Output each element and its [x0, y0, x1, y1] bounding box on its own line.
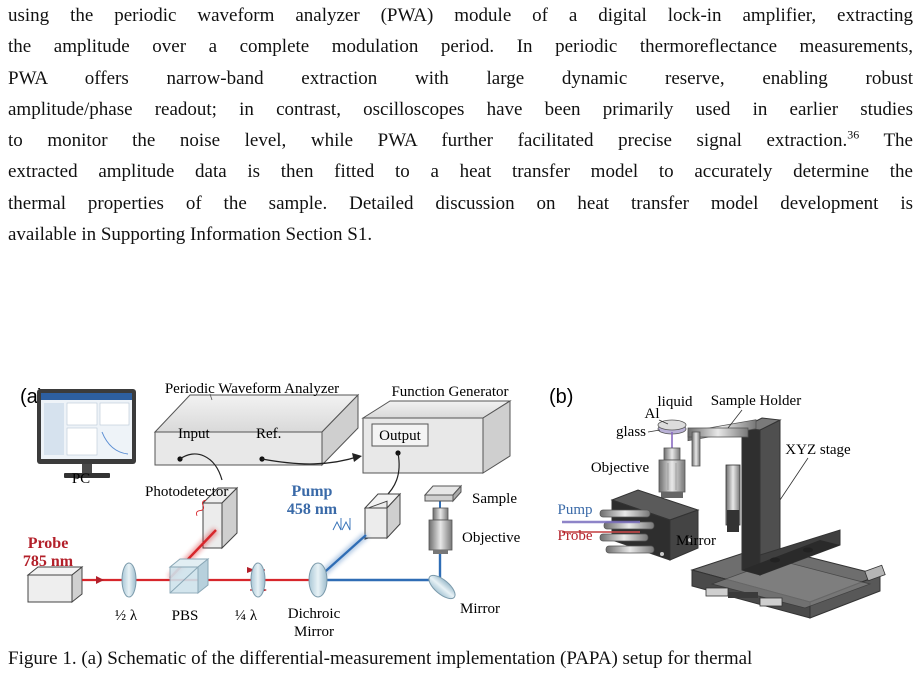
dichroic-mirror — [308, 562, 328, 598]
photodetector-label: Photodetector — [145, 484, 228, 500]
figure-caption: Figure 1. (a) Schematic of the different… — [8, 648, 752, 670]
function-generator-label: Function Generator — [391, 384, 508, 400]
sample-a-label: Sample — [472, 491, 517, 507]
pc-icon — [37, 389, 136, 478]
pwa-box — [153, 393, 360, 467]
paragraph-line: the amplitude over a complete modulation… — [8, 36, 913, 58]
pump-label-line1: Pump — [292, 483, 333, 500]
body-paragraph: using the periodic waveform analyzer (PW… — [8, 0, 913, 250]
pbs-label: PBS — [172, 608, 199, 624]
sample-holder-label: Sample Holder — [711, 393, 801, 409]
sample-a — [423, 484, 463, 503]
al-label: Al — [645, 406, 660, 422]
paragraph-line: using the periodic waveform analyzer (PW… — [8, 5, 913, 26]
fg-output-label: Output — [379, 428, 422, 444]
pwa-input-label: Input — [178, 426, 210, 442]
half-wave-plate — [121, 562, 137, 598]
liquid-label: liquid — [657, 394, 693, 410]
xyz-stage — [690, 417, 886, 619]
objective-a — [428, 507, 453, 554]
pc-label: PC — [72, 471, 90, 487]
mirror-mount — [599, 489, 700, 561]
probe-label-line2: 785 nm — [23, 553, 74, 570]
mirror-a — [428, 574, 456, 600]
paragraph-text: The — [859, 130, 913, 152]
paragraph-line: available in Supporting Information Sect… — [8, 224, 373, 246]
pbs-cube — [168, 557, 210, 595]
objective-a-label: Objective — [462, 530, 521, 546]
caption-text: Figure 1. (a) Schematic of the different… — [8, 648, 753, 669]
pwa-ref-label: Ref. — [256, 426, 281, 442]
figure-1: (a) PC Periodic Waveform Analyzer Input … — [20, 381, 886, 640]
objective-b-label: Objective — [591, 460, 650, 476]
citation-ref: 36 — [847, 127, 860, 142]
cable-input — [179, 453, 223, 481]
probe-b-label: Probe — [558, 528, 593, 544]
panel-b: (b) XYZ stage — [549, 386, 886, 619]
panel-a: (a) PC Periodic Waveform Analyzer Input … — [20, 381, 521, 640]
quarter-wave-plate — [250, 562, 266, 598]
paragraph-line: extracted amplitude data is then fitted … — [8, 161, 913, 183]
xyz-stage-label: XYZ stage — [785, 442, 851, 458]
function-generator-box — [361, 400, 512, 474]
probe-label-line1: Probe — [28, 535, 69, 552]
dichroic-label-line2: Mirror — [294, 624, 334, 640]
paragraph-line: to monitor the noise level, while PWA fu… — [8, 125, 913, 156]
objective-b — [658, 447, 686, 498]
sample-holder — [657, 419, 757, 467]
panel-b-label: (b) — [549, 386, 573, 408]
pump-label-line2: 458 nm — [287, 501, 338, 518]
glass-label: glass — [616, 424, 646, 440]
probe-laser — [26, 565, 84, 604]
dichroic-label-line1: Dichroic — [288, 606, 341, 622]
mirror-b-label: Mirror — [676, 533, 716, 549]
pwa-label: Periodic Waveform Analyzer — [165, 381, 339, 397]
mirror-a-label: Mirror — [460, 601, 500, 617]
paragraph-line: PWA offers narrow-band extraction with l… — [8, 67, 913, 89]
paragraph-line: amplitude/phase readout; in contrast, os… — [8, 98, 913, 120]
paragraph-line: thermal properties of the sample. Detail… — [8, 192, 913, 214]
pump-b-label: Pump — [557, 502, 592, 518]
cable-ref — [261, 455, 361, 465]
quarter-wave-label: ¼ λ — [235, 608, 258, 624]
paragraph-text: to monitor the noise level, while PWA fu… — [8, 130, 848, 152]
half-wave-label: ½ λ — [115, 608, 138, 624]
